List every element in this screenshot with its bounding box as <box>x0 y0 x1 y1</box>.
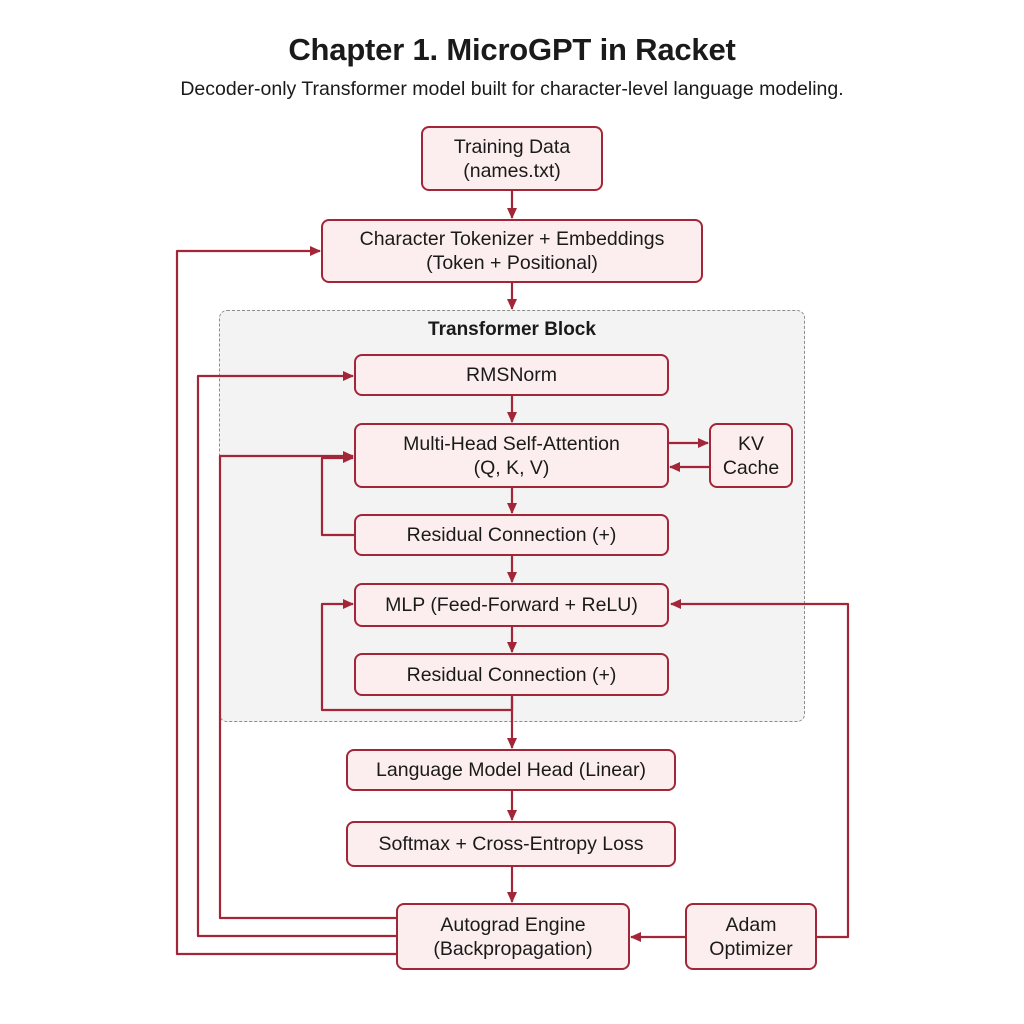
loss-label: Softmax + Cross-Entropy Loss <box>378 833 644 855</box>
tokenizer-node: Character Tokenizer + Embeddings (Token … <box>321 219 703 283</box>
backprop-to-tokenizer <box>175 246 397 956</box>
autograd-sublabel: (Backpropagation) <box>433 937 593 960</box>
backprop-to-attention <box>218 451 397 920</box>
training-data-node: Training Data (names.txt) <box>421 126 603 191</box>
training-data-label: Training Data <box>453 135 571 158</box>
adam-optimizer-sublabel: Optimizer <box>709 937 793 960</box>
page-subtitle: Decoder-only Transformer model built for… <box>180 78 844 100</box>
residual-connection-1-label: Residual Connection (+) <box>406 524 617 546</box>
residual-connection-2-node: Residual Connection (+) <box>354 653 669 696</box>
kv-cache-sublabel: Cache <box>722 456 780 479</box>
tokenizer-label: Character Tokenizer + Embeddings <box>359 228 665 250</box>
attention-node: Multi-Head Self-Attention (Q, K, V) <box>354 423 669 488</box>
adam-optimizer-label: Adam <box>725 913 777 936</box>
attention-sublabel: (Q, K, V) <box>473 456 550 479</box>
adam-optimizer-node: Adam Optimizer <box>685 903 817 970</box>
loss-node: Softmax + Cross-Entropy Loss <box>346 821 676 867</box>
kv-cache-label: KV <box>737 432 764 455</box>
rmsnorm-label: RMSNorm <box>466 364 557 386</box>
lm-head-node: Language Model Head (Linear) <box>346 749 676 791</box>
tokenizer-sublabel: (Token + Positional) <box>426 252 598 274</box>
autograd-label: Autograd Engine <box>440 913 586 936</box>
residual-connection-1-node: Residual Connection (+) <box>354 514 669 556</box>
mlp-label: MLP (Feed-Forward + ReLU) <box>385 594 638 616</box>
lm-head-label: Language Model Head (Linear) <box>376 759 646 781</box>
autograd-node: Autograd Engine (Backpropagation) <box>396 903 630 970</box>
training-data-sublabel: (names.txt) <box>463 159 561 182</box>
skip-residual-1 <box>320 453 355 537</box>
mlp-node: MLP (Feed-Forward + ReLU) <box>354 583 669 627</box>
residual-connection-2-label: Residual Connection (+) <box>406 663 617 686</box>
skip-residual-2 <box>320 599 514 712</box>
rmsnorm-node: RMSNorm <box>354 354 669 396</box>
page-title: Chapter 1. MicroGPT in Racket <box>288 32 736 67</box>
transformer-block-label: Transformer Block <box>428 319 596 340</box>
kv-cache-node: KV Cache <box>709 423 793 488</box>
arrow-adam-to-mlp <box>670 599 850 939</box>
attention-label: Multi-Head Self-Attention <box>403 432 620 455</box>
backprop-to-rmsnorm <box>196 371 397 938</box>
